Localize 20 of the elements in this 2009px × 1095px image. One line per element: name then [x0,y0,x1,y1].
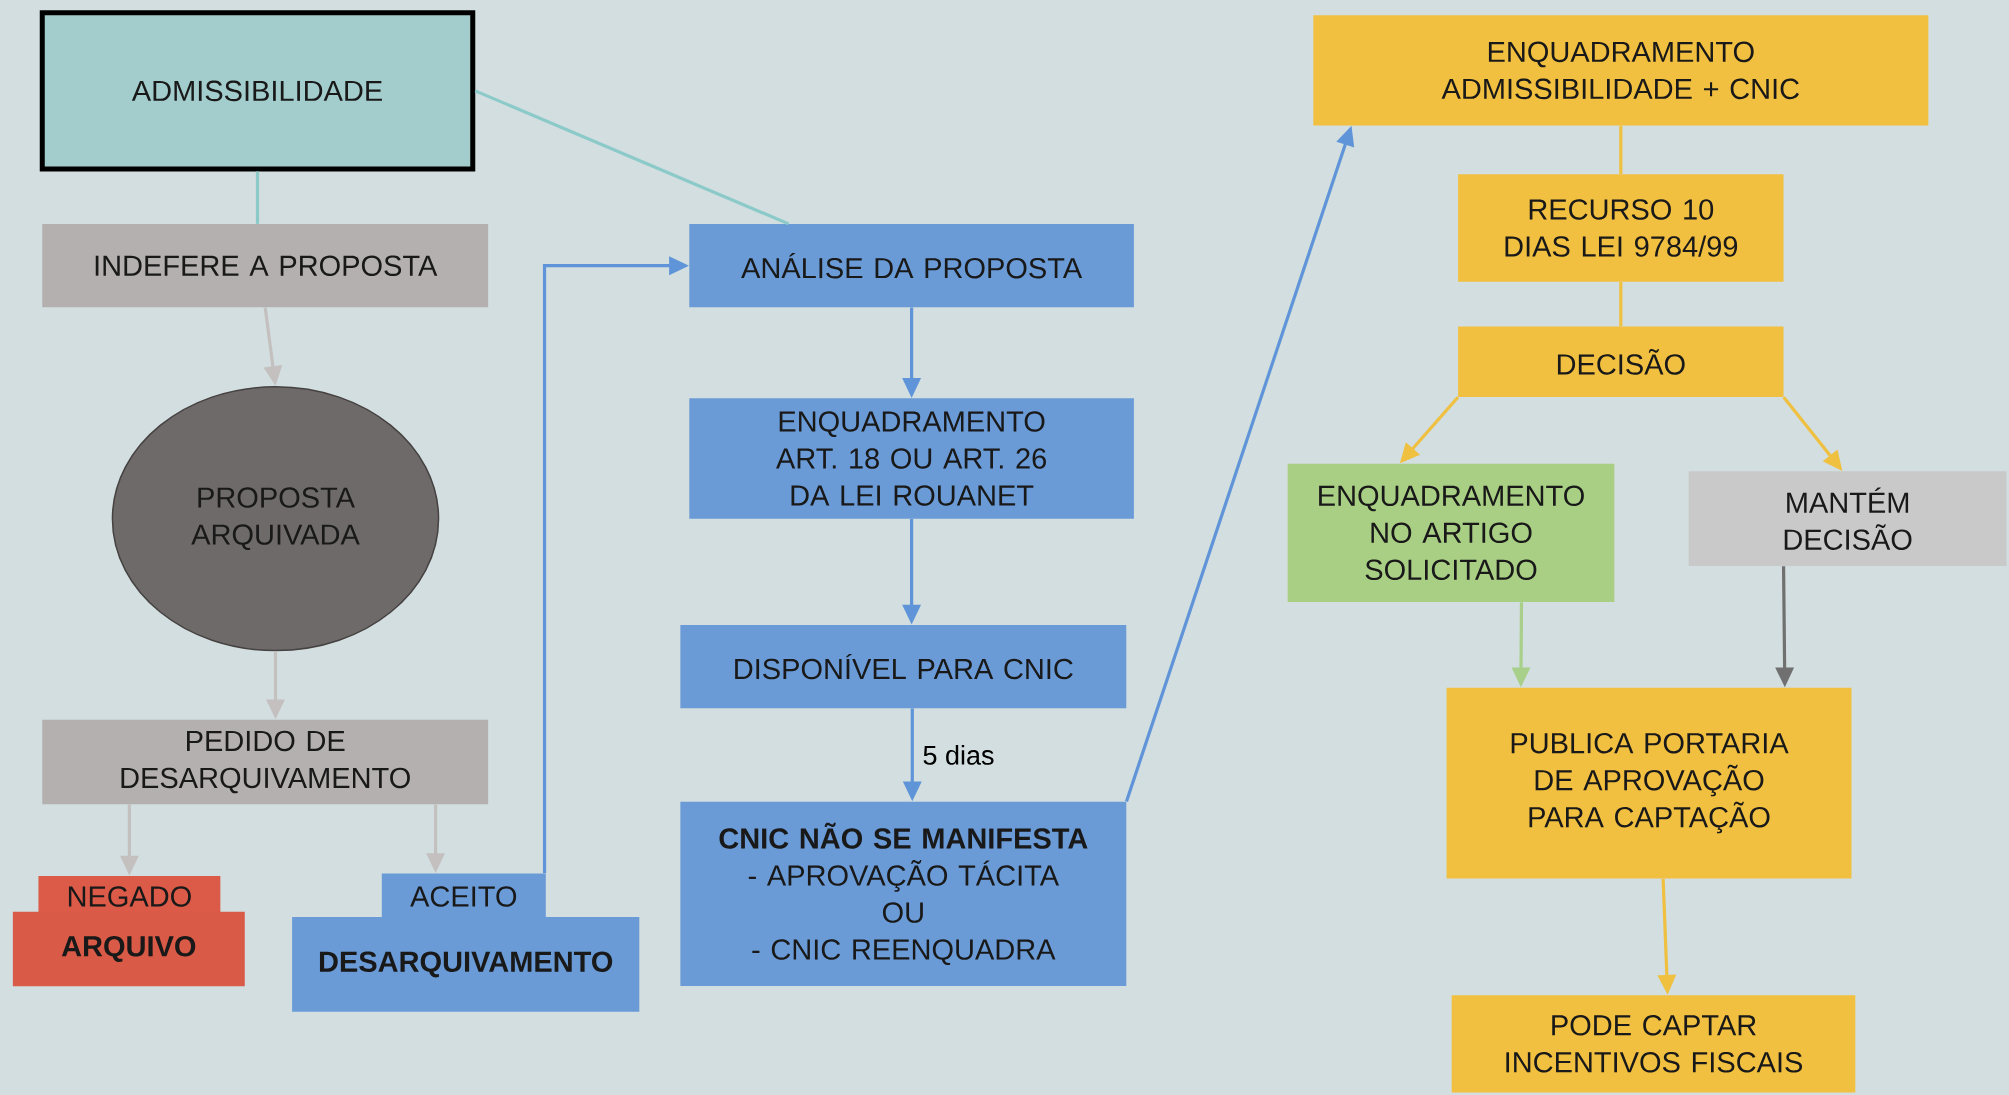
decision-box: DECISÃO [1458,326,1784,397]
process-box: CNIC NÃO SE MANIFESTA - APROVAÇÃO TÁCITA OU - CNIC REENQUADRA [680,801,1127,987]
process-box: ENQUADRAMENTO ART. 18 OU ART. 26 DA LEI ROUANET [689,398,1134,519]
status-tag: ACEITO [381,873,546,920]
process-box: PUBLICA PORTARIA DE APROVAÇÃO PARA CAPTAÇÃO [1446,687,1852,879]
node-label: ARQUIVO [61,936,196,962]
process-box: PODE CAPTAR INCENTIVOS FISCAIS [1451,995,1856,1093]
process-box: ANÁLISE DA PROPOSTA [689,224,1134,308]
edge-label: 5 dias [920,743,997,767]
title-box: ADMISSIBILIDADE [39,10,476,172]
process-box: RECURSO 10 DIAS LEI 9784/99 [1458,174,1784,282]
node-label: ACEITO [410,886,517,907]
process-box: ENQUADRAMENTO ADMISSIBILIDADE + CNIC [1313,15,1929,126]
process-box: INDEFERE A PROPOSTA [42,224,489,308]
node-label: NEGADO [68,886,191,907]
result-box: ARQUIVO [12,911,245,987]
process-box: DISPONÍVEL PARA CNIC [680,625,1127,709]
process-box: PEDIDO DE DESARQUIVAMENTO [42,719,489,805]
outcome-box: ENQUADRAMENTO NO ARTIGO SOLICITADO [1287,463,1615,602]
outcome-box: MANTÉM DECISÃO [1688,471,2007,567]
